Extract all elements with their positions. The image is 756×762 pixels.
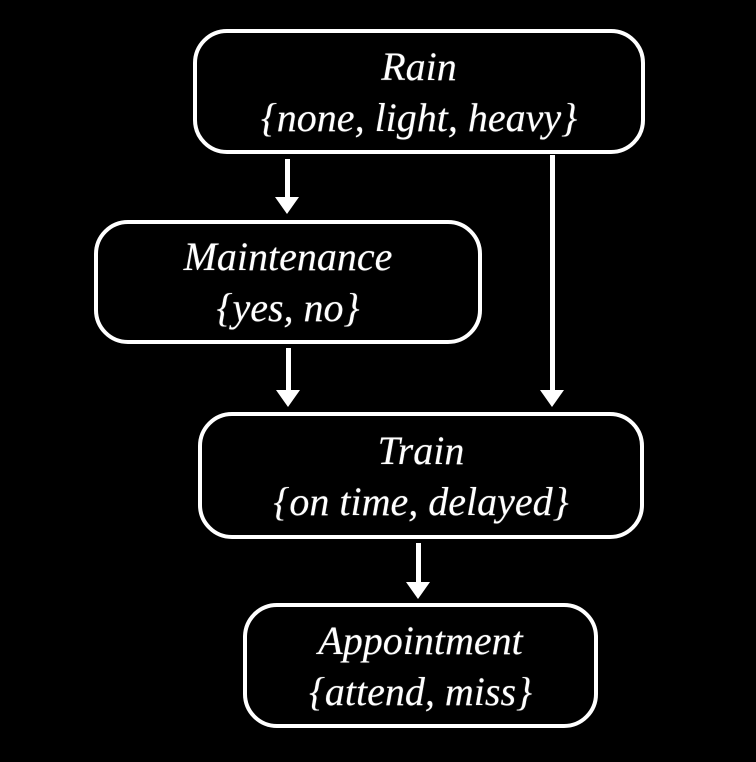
node-train-values: {on time, delayed} [273,478,569,524]
edge-rain-to-train [540,155,564,407]
edge-maintenance-to-train [276,348,300,407]
edge-line [549,155,555,390]
edge-train-to-appointment [406,543,430,599]
node-train: Train {on time, delayed} [198,412,644,539]
node-train-label: Train [377,427,465,473]
node-maintenance-label: Maintenance [183,234,393,279]
arrowhead-down-icon [406,582,430,599]
edge-line [285,348,291,390]
node-rain: Rain {none, light, heavy} [193,29,645,154]
arrowhead-down-icon [275,197,299,214]
node-rain-values: {none, light, heavy} [260,94,578,140]
edge-rain-to-maintenance [275,159,299,214]
arrowhead-down-icon [540,390,564,407]
node-maintenance: Maintenance {yes, no} [94,220,482,344]
node-appointment-values: {attend, miss} [308,668,533,714]
edge-line [415,543,421,582]
node-appointment: Appointment {attend, miss} [243,603,598,728]
edge-line [284,159,290,197]
arrowhead-down-icon [276,390,300,407]
node-appointment-label: Appointment [318,617,523,663]
node-maintenance-values: {yes, no} [216,285,360,330]
node-rain-label: Rain [381,43,457,89]
